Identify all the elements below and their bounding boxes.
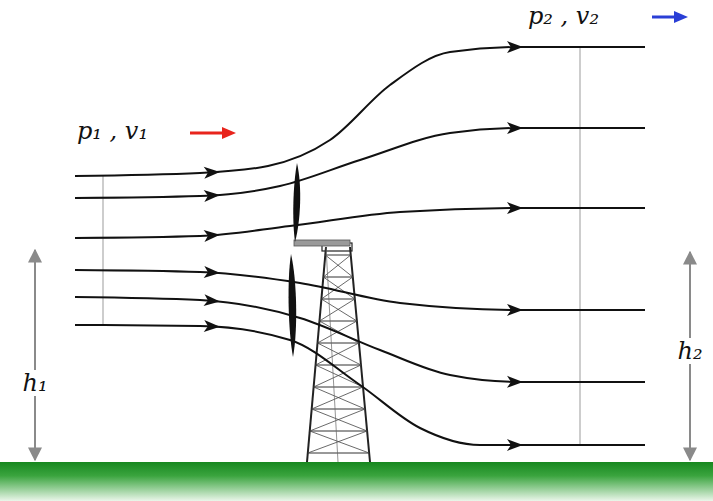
ground <box>0 462 713 501</box>
height-arrow <box>34 250 36 460</box>
streamline <box>75 208 645 238</box>
streamline <box>75 297 645 382</box>
section-line <box>579 47 581 445</box>
flow-arrowhead <box>204 294 221 307</box>
flow-arrowhead <box>507 376 523 388</box>
height-label: h₂ <box>675 338 704 364</box>
flow-state-label: p₁ , v₁ <box>75 118 150 144</box>
flow-arrowhead <box>507 304 523 316</box>
streamline <box>75 47 645 176</box>
blade <box>289 254 297 357</box>
label-holder: p₁ , v₁ <box>75 118 150 144</box>
flow-arrowhead <box>204 266 221 279</box>
flow-arrowhead <box>507 41 523 53</box>
streamlines <box>75 41 645 451</box>
label-holder: h₁ <box>20 370 49 396</box>
label-holder: p₂ , v₂ <box>526 3 601 29</box>
flow-arrowhead <box>507 122 523 134</box>
height-label: h₁ <box>20 370 49 396</box>
flow-state-label: p₂ , v₂ <box>526 3 601 29</box>
nacelle <box>294 240 350 246</box>
velocity-arrow <box>190 127 236 139</box>
flow-arrowhead <box>507 202 523 214</box>
streamline <box>75 270 645 310</box>
flow-arrowhead <box>204 229 221 242</box>
flow-arrowhead <box>204 320 221 333</box>
streamline <box>75 128 645 198</box>
flow-arrowhead <box>204 189 221 202</box>
flow-arrowhead <box>204 166 221 179</box>
blade <box>293 163 300 242</box>
streamline <box>75 325 645 445</box>
flow-arrowhead <box>507 439 523 451</box>
velocity-arrow <box>652 11 688 23</box>
label-holder: h₂ <box>675 338 704 364</box>
